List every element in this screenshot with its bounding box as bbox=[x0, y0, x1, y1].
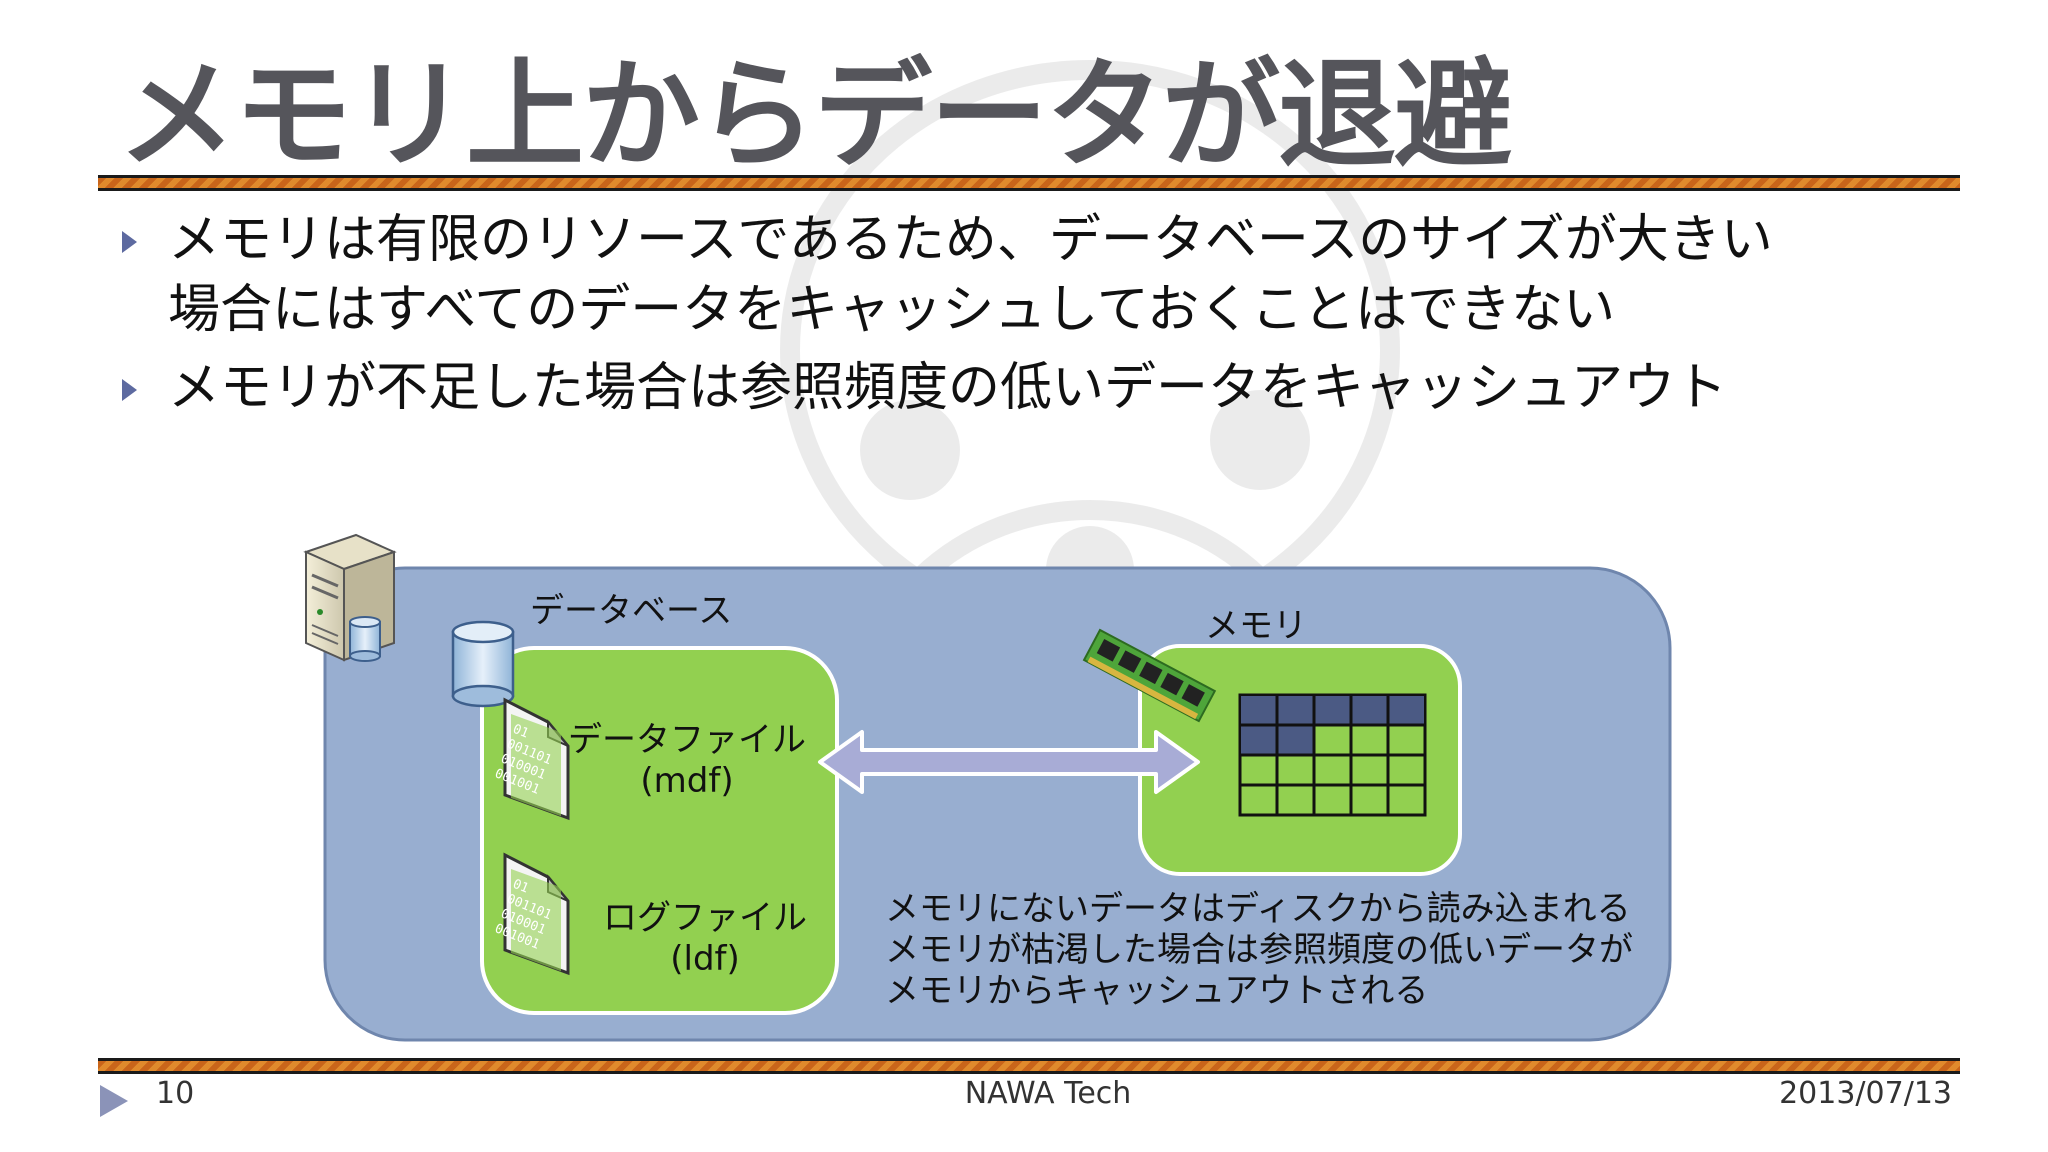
memory-label: メモリ bbox=[1205, 606, 1307, 646]
bullet-arrow-icon bbox=[122, 231, 137, 253]
data-file-label: データファイル (mdf) bbox=[562, 712, 812, 801]
data-file-icon bbox=[503, 697, 570, 821]
memory-page-used bbox=[1276, 694, 1315, 726]
bullet-list: メモリは有限のリソースであるため、データベースのサイズが大きい 場合にはすべての… bbox=[122, 205, 1972, 431]
footer-arrow-icon bbox=[100, 1085, 128, 1117]
note-line: メモリにないデータはディスクから読み込まれる bbox=[885, 889, 1631, 929]
log-file-label: ログファイル (ldf) bbox=[580, 890, 830, 979]
memory-page-used bbox=[1239, 724, 1278, 756]
note-line: メモリからキャッシュアウトされる bbox=[885, 971, 1429, 1011]
server-icon bbox=[303, 533, 397, 662]
log-file-name: ログファイル bbox=[603, 898, 807, 938]
data-file-extension: (mdf) bbox=[640, 761, 734, 801]
database-box bbox=[480, 646, 839, 1015]
double-arrow-icon bbox=[818, 730, 1200, 794]
data-file-name: データファイル bbox=[568, 720, 806, 760]
page-title: メモリ上からデータが退避 bbox=[118, 46, 1512, 184]
database-icon bbox=[451, 620, 515, 708]
bullet-item: メモリが不足した場合は参照頻度の低いデータをキャッシュアウト bbox=[122, 353, 1972, 423]
bullet-line: メモリが不足した場合は参照頻度の低いデータをキャッシュアウト bbox=[168, 358, 1727, 418]
note-line: メモリが枯渇した場合は参照頻度の低いデータが bbox=[885, 930, 1633, 970]
bullet-arrow-icon bbox=[122, 379, 137, 401]
server-database-icon bbox=[349, 616, 381, 662]
page-number: 10 bbox=[156, 1076, 195, 1111]
footer-title: NAWA Tech bbox=[964, 1076, 1132, 1111]
bullet-line: メモリは有限のリソースであるため、データベースのサイズが大きい bbox=[168, 210, 1773, 270]
log-file-icon bbox=[503, 852, 570, 976]
memory-module-icon bbox=[1082, 628, 1217, 723]
bullet-line: 場合にはすべてのデータをキャッシュしておくことはできない bbox=[168, 280, 1616, 340]
memory-page-grid bbox=[1238, 693, 1427, 817]
memory-page-used bbox=[1350, 694, 1389, 726]
memory-page-used bbox=[1239, 694, 1278, 726]
log-file-extension: (ldf) bbox=[670, 939, 740, 979]
footer-rule bbox=[98, 1058, 1960, 1074]
memory-page-used bbox=[1276, 724, 1315, 756]
memory-page-used bbox=[1387, 694, 1426, 726]
file-bits: 01 001101 010001 001001 bbox=[493, 722, 567, 801]
diagram-note: メモリにないデータはディスクから読み込まれる メモリが枯渇した場合は参照頻度の低… bbox=[885, 889, 1633, 1012]
bullet-item: メモリは有限のリソースであるため、データベースのサイズが大きい 場合にはすべての… bbox=[122, 205, 1972, 345]
title-rule bbox=[98, 175, 1960, 191]
footer-date: 2013/07/13 bbox=[1779, 1076, 1952, 1111]
memory-page-used bbox=[1313, 694, 1352, 726]
database-label: データベース bbox=[530, 591, 733, 631]
